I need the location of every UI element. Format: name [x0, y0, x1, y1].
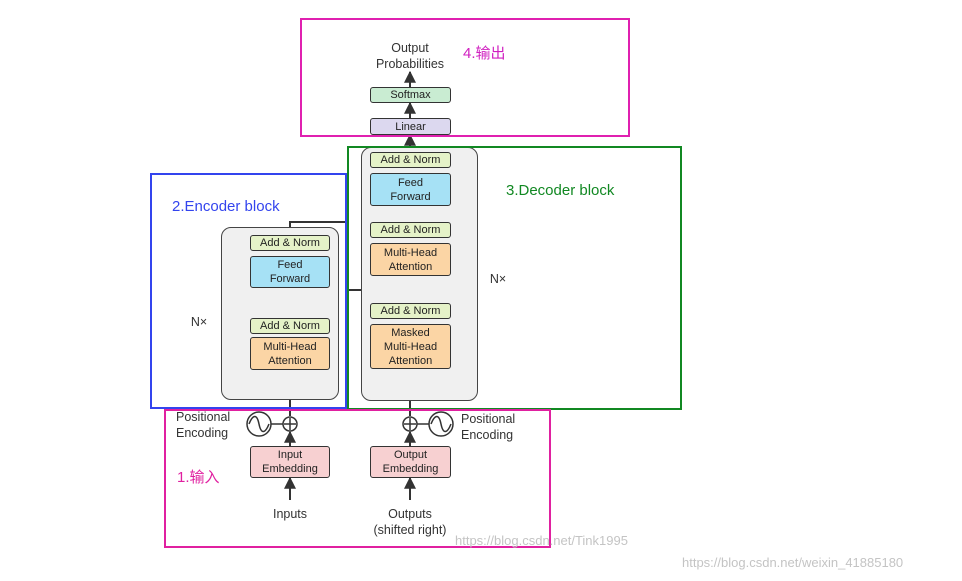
decoder-add-norm-top: Add & Norm	[370, 152, 451, 168]
sine-wave-icon	[246, 411, 272, 437]
sine-wave-icon	[428, 411, 454, 437]
decoder-repeat-label: N×	[489, 272, 507, 286]
output-annotation: 4.输出	[463, 45, 506, 62]
decoder-annotation: 3.Decoder block	[506, 182, 615, 199]
inputs-label: Inputs	[272, 507, 308, 521]
decoder-add-norm-mid: Add & Norm	[370, 222, 451, 238]
encoder-add-norm-top: Add & Norm	[250, 235, 330, 251]
watermark-center: https://blog.csdn.net/Tink1995	[455, 533, 628, 548]
encoder-frame	[150, 173, 347, 409]
watermark-corner: https://blog.csdn.net/weixin_41885180	[682, 555, 904, 570]
output-frame	[300, 18, 630, 137]
encoder-add-norm-bottom: Add & Norm	[250, 318, 330, 334]
encoder-stack	[221, 227, 339, 400]
outputs-shifted-label: Outputs(shifted right)	[373, 507, 447, 537]
softmax-box: Softmax	[370, 87, 451, 103]
input-frame	[164, 409, 551, 548]
decoder-add-norm-bottom: Add & Norm	[370, 303, 451, 319]
encoder-annotation: 2.Encoder block	[172, 198, 280, 215]
encoder-repeat-label: N×	[190, 315, 208, 329]
linear-box: Linear	[370, 118, 451, 135]
input-annotation: 1.输入	[177, 469, 220, 486]
